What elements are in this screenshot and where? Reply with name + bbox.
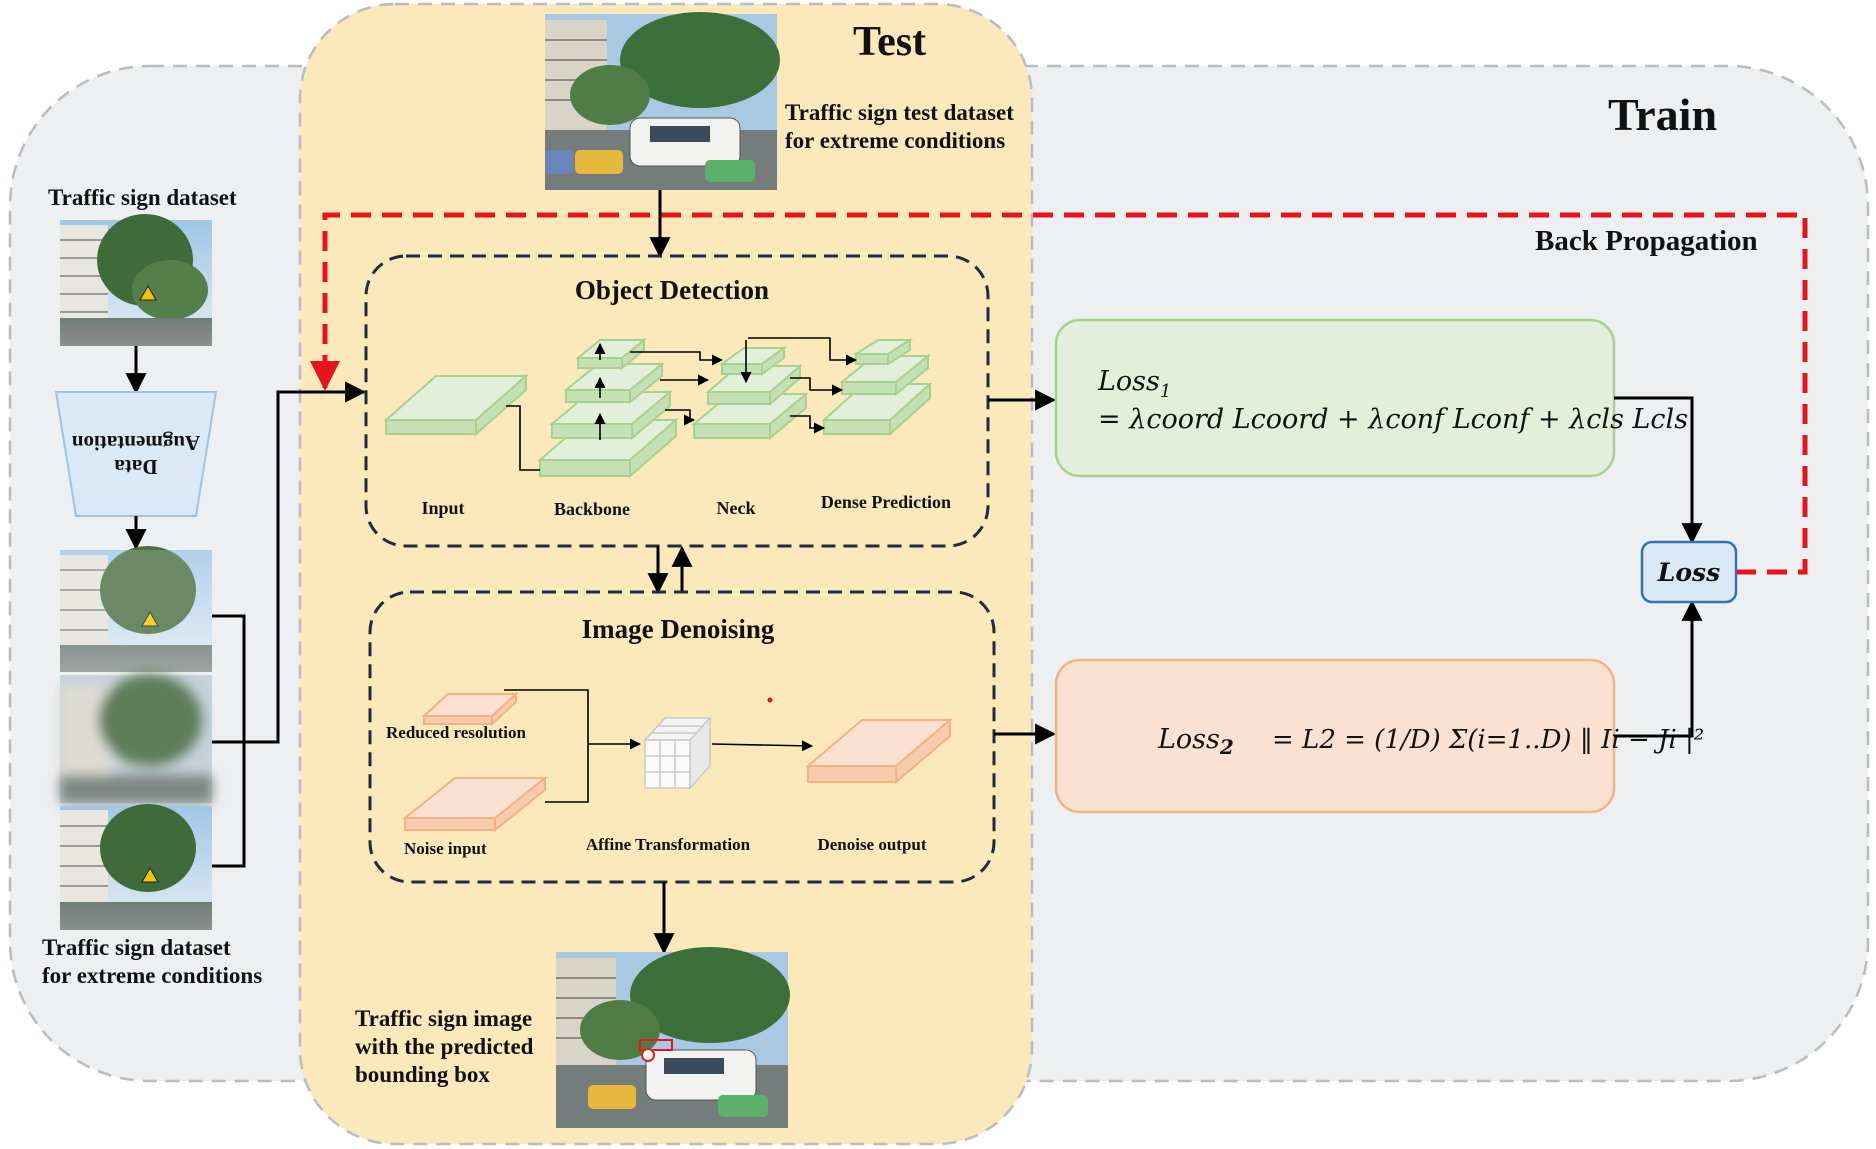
test-dataset-label-1: Traffic sign test dataset [785, 100, 1014, 125]
loss1-equation: = λcoord Lcoord + λconf Lconf + λcls Lcl… [1098, 404, 1688, 435]
label-denoise-output: Denoise output [817, 835, 926, 854]
test-dataset-label-2: for extreme conditions [785, 128, 1005, 153]
label-affine-transformation: Affine Transformation [586, 835, 751, 854]
label-reduced-resolution: Reduced resolution [386, 723, 526, 742]
back-propagation-label: Back Propagation [1535, 225, 1758, 257]
object-detection-title: Object Detection [575, 275, 769, 305]
extreme-label-1: Traffic sign dataset [42, 935, 231, 960]
affine-cube-icon [643, 716, 712, 790]
data-augmentation-label-1: Data [114, 455, 158, 479]
data-augmentation-block [54, 391, 218, 517]
loss2-name: Loss [1157, 724, 1220, 755]
arrow-loss2-to-loss [1614, 599, 1703, 738]
dataset-label: Traffic sign dataset [48, 185, 237, 210]
loss-label: Loss [1657, 558, 1720, 587]
extreme-images-bracket [212, 392, 364, 868]
loss1-formula: Loss1 = λcoord Lcoord + λconf Lconf + λc… [1097, 366, 1688, 435]
output-label-1: Traffic sign image [355, 1006, 532, 1031]
extreme-image-rain [60, 546, 212, 672]
data-augmentation-label-2: Augmentation [72, 431, 201, 455]
dataset-image [60, 214, 212, 346]
detection-connections [506, 337, 858, 471]
test-title: Test [853, 19, 926, 65]
extreme-image-noise [60, 804, 212, 930]
loss1-sub: 1 [1160, 381, 1171, 402]
output-label-3: bounding box [355, 1062, 490, 1087]
denoising-blocks [402, 691, 953, 833]
extreme-label-2: for extreme conditions [42, 963, 262, 988]
svg-text:Loss2: Loss2 [1157, 724, 1234, 759]
label-noise-input: Noise input [404, 839, 487, 858]
extreme-image-blur [60, 674, 212, 803]
loss1-box [1054, 318, 1616, 478]
test-input-image [545, 12, 780, 190]
image-denoising-box [368, 590, 996, 884]
label-neck: Neck [717, 498, 756, 518]
loss1-name: Loss [1097, 366, 1160, 397]
label-input: Input [421, 498, 464, 518]
output-image [556, 947, 790, 1128]
train-title: Train [1608, 89, 1717, 140]
detection-network-blocks [383, 337, 933, 479]
output-label-2: with the predicted [355, 1034, 534, 1059]
back-propagation-path [310, 212, 1808, 575]
loss-box [1640, 540, 1738, 604]
loss2-equation: = L2 = (1/D) Σ(i=1..D) ‖ Ii − Ji |² [1272, 725, 1704, 755]
label-dense-prediction: Dense Prediction [821, 492, 951, 512]
red-dot [767, 697, 773, 703]
loss2-formula: Loss2 = L2 = (1/D) Σ(i=1..D) ‖ Ii − Ji |… [1157, 724, 1704, 759]
loss2-sub: 2 [1219, 735, 1234, 759]
image-denoising-title: Image Denoising [582, 614, 775, 644]
label-backbone: Backbone [554, 499, 630, 519]
denoising-connections [504, 689, 814, 803]
arrow-loss1-to-loss [1614, 396, 1703, 545]
svg-text:Loss1: Loss1 [1097, 366, 1171, 402]
